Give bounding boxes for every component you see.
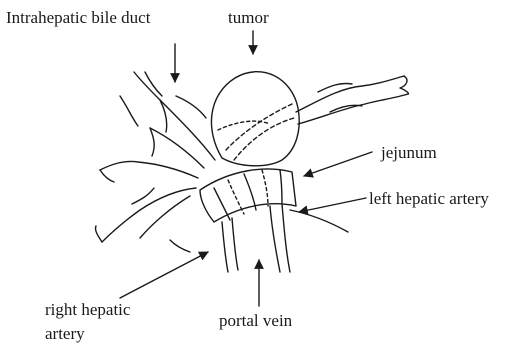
jejunum-shape [296,76,409,124]
tumor-shape [211,72,299,166]
bile-duct-branches [95,72,215,252]
descending-vessels [222,204,348,272]
arrow-right-hepatic-artery [120,252,208,298]
label-left-hepatic-artery: left hepatic artery [369,189,489,209]
label-tumor: tumor [228,8,269,28]
label-right-hepatic-artery-line1: right hepatic [45,300,130,320]
arrow-left-hepatic-artery [299,198,366,212]
label-portal-vein: portal vein [219,311,292,331]
label-jejunum: jejunum [381,143,437,163]
label-right-hepatic-artery-line2: artery [45,324,85,344]
hilar-band [200,169,296,222]
arrow-jejunum [304,152,372,176]
label-intrahepatic-bile-duct: Intrahepatic bile duct [6,8,150,28]
